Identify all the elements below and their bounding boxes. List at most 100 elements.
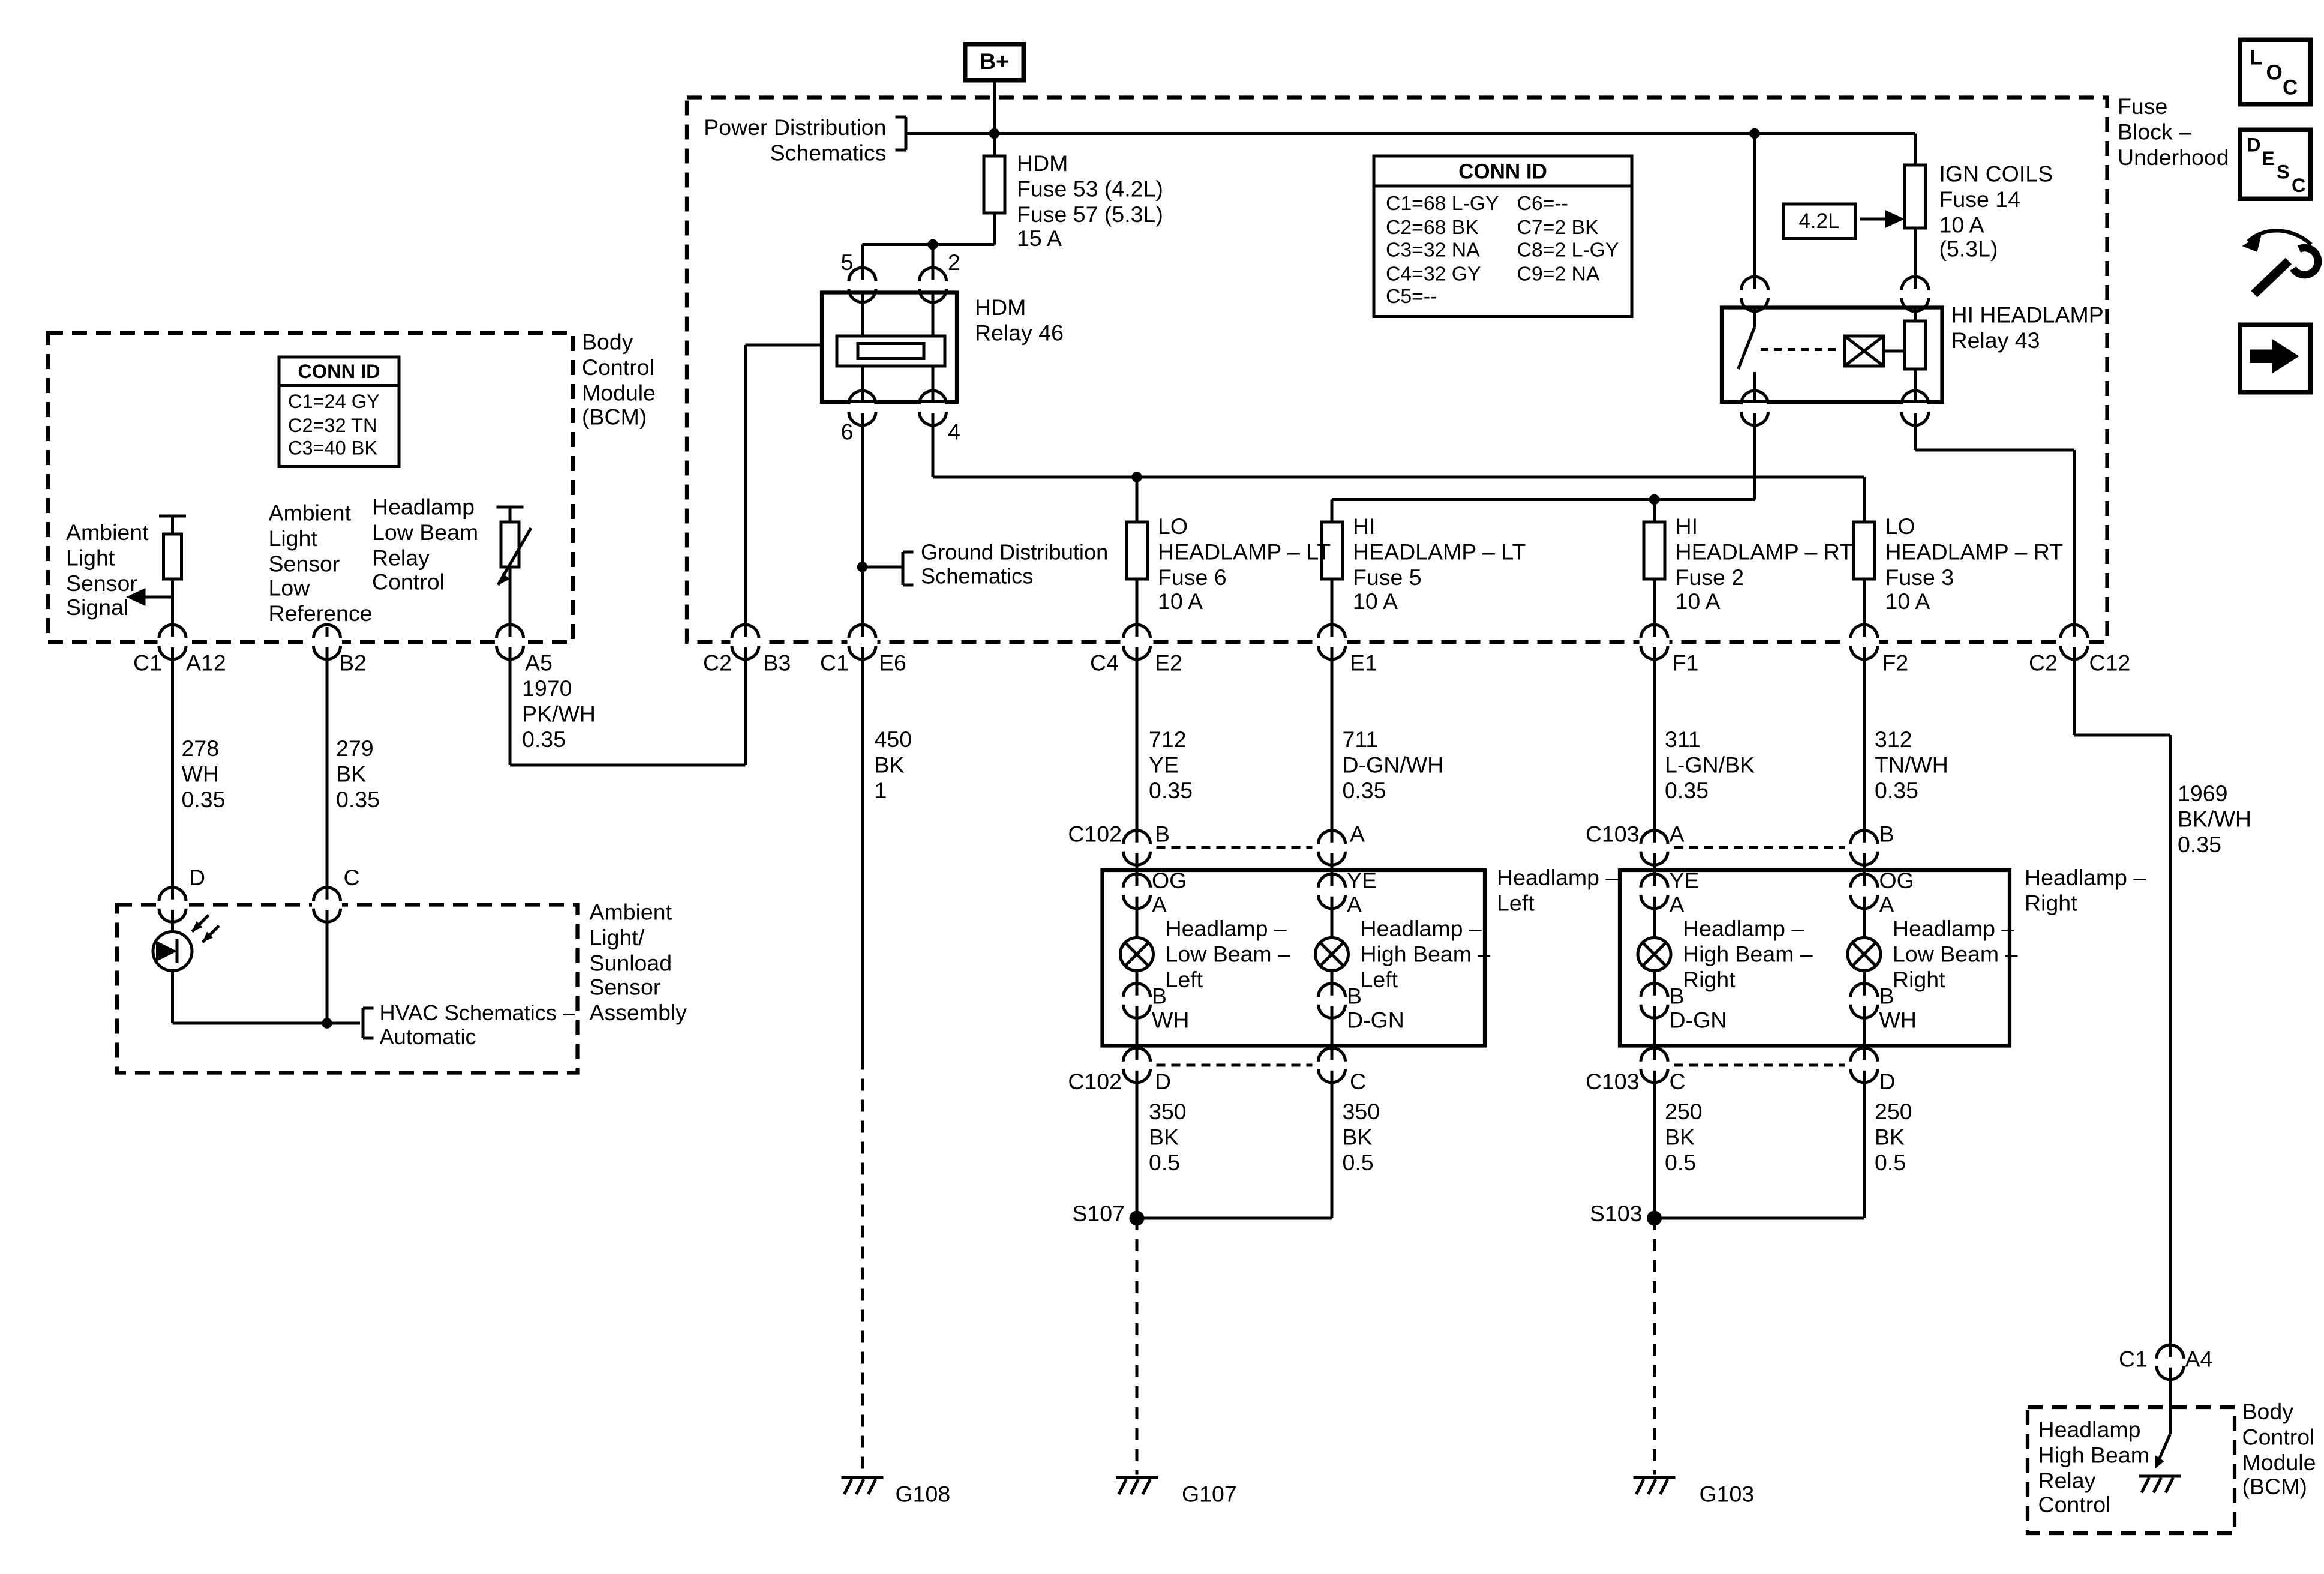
fuse-block-title: Fuse Block – Underhood [2118,94,2229,170]
connector-c102-bot-label: C102 [1068,1069,1122,1095]
connector-c2-label: C2 [703,651,732,677]
fuse-block-box [684,95,2109,644]
wire-450-label: 450 BK 1 [874,727,912,804]
connector-links [1156,846,1845,1067]
forward-arrow-icon-box [2238,322,2313,395]
headlamp-right-box [1617,868,2012,1048]
junction-dots [322,128,1760,1226]
loc-letter-o: O [2266,60,2283,84]
headlamp-low-ctl-label: Headlamp Low Beam Relay Control [372,495,479,596]
connector-c1-label: C1 [133,651,162,677]
bcm-right-label: Headlamp High Beam Relay Control [2038,1417,2150,1519]
conn-id-col2: C6=-- C7=2 BK C8=2 L-GY C9=2 NA [1517,192,1619,284]
pin-a4-label: A4 [2185,1347,2213,1373]
ground-g108-label: G108 [895,1482,951,1508]
desc-icon: D E S C [2238,127,2313,201]
c103-pin-c-label: C [1669,1069,1686,1095]
pin-f1-label: F1 [1672,651,1699,677]
wire-711-label: 711 D-GN/WH 0.35 [1342,727,1444,804]
desc-letter-s: S [2277,160,2290,183]
ground-symbols [842,1476,2181,1494]
fuse6-label: LO HEADLAMP – LT Fuse 6 10 A [1158,514,1331,616]
bulb0-top-color: OG [1152,868,1187,894]
loc-letter-c: C [2283,75,2298,99]
c103-pin-d-label: D [1879,1069,1896,1095]
relay46-circuit-wires [744,343,1866,1058]
ground-wires [861,1057,1656,1475]
bulb2-top-pin: A [1669,892,1685,918]
pin-e1-label: E1 [1350,651,1377,677]
wire-311-label: 311 L-GN/BK 0.35 [1665,727,1755,804]
bulb3-name: Headlamp – Low Beam – Right [1893,916,2018,993]
headlamp-left-box [1100,868,1487,1048]
pin-e6-label: E6 [879,651,906,677]
bcm-left-title: Body Control Module (BCM) [582,330,656,431]
bulb0-top-pin: A [1152,892,1167,918]
splice-s103-dot [1647,1210,1662,1226]
sensor-pin-c-label: C [343,865,360,891]
relay43-internals [1737,307,1927,402]
wire-278-label: 278 WH 0.35 [181,736,226,813]
wire-350r-label: 350 BK 0.5 [1342,1099,1380,1176]
g108-symbol [842,1478,884,1495]
loc-icon: L O C [2238,37,2313,107]
fuse5-label: HI HEADLAMP – LT Fuse 5 10 A [1353,514,1526,616]
relay46-pin6: 6 [840,420,854,446]
fuse6-symbol [1125,520,1149,581]
reference-brackets [361,115,914,1040]
ground-g103-label: G103 [1699,1482,1755,1508]
c102-pin-d-label: D [1155,1069,1172,1095]
ign-coils-fuse-symbol [1903,163,1927,230]
c102-pin-c-label: C [1350,1069,1367,1095]
bulb1-top-color: YE [1347,868,1377,894]
engine-tag: 4.2L [1782,202,1857,240]
sensor-assembly-box [115,903,580,1075]
connector-c4-label: C4 [1090,651,1119,677]
connector-c103-bot-label: C103 [1585,1069,1640,1095]
bulb1-name: Headlamp – High Beam – Left [1360,916,1491,993]
hdm-fuse-label: HDM Fuse 53 (4.2L) Fuse 57 (5.3L) 15 A [1017,151,1163,253]
ign-fuse-label: IGN COILS Fuse 14 10 A (5.3L) [1939,162,2053,263]
conn-id-header: CONN ID [1375,158,1631,188]
bcm-conn-id-table: CONN ID C1=24 GY C2=32 TN C3=40 BK [277,355,401,467]
bulb3-top-color: OG [1879,868,1914,894]
ground-dist-ref: Ground Distribution Schematics [921,541,1109,590]
bulb1-bot-color: D-GN [1347,1008,1404,1034]
relay46-box [819,290,959,404]
hdm-fuse-symbol [982,154,1007,215]
bplus-tag: B+ [963,42,1026,83]
bulb3-bot-pin: B [1879,984,1894,1010]
bcm-conn-id-header: CONN ID [280,359,398,387]
relay46-internals [835,292,947,402]
relay46-pin5: 5 [840,250,854,276]
engine-tag-arrowhead [1885,210,1905,228]
connector-c102-top-label: C102 [1068,822,1122,848]
dashed-outlines [46,95,2237,1536]
wire-279-label: 279 BK 0.35 [336,736,380,813]
wire-1970-label: 1970 PK/WH 0.35 [522,676,596,752]
pin-b2-label: B2 [339,651,367,677]
bulb0-name: Headlamp – Low Beam – Left [1165,916,1290,993]
splice-s107-dot [1129,1210,1145,1226]
wire-250l-label: 250 BK 0.5 [1665,1099,1703,1176]
forward-arrow-icon [2250,339,2299,374]
bcm-right-arrowhead [2155,1455,2164,1469]
splice-s103-label: S103 [1589,1201,1643,1227]
loc-letter-l: L [2250,45,2263,69]
wire-312-label: 312 TN/WH 0.35 [1875,727,1948,804]
c103-pin-a-label: A [1669,822,1685,848]
conn-id-col1: C1=68 L-GY C2=68 BK C3=32 NA C4=32 GY C5… [1386,192,1499,308]
bcm-right-box [2025,1405,2237,1536]
sensor-assembly-title: Ambient Light/ Sunload Sensor Assembly [589,900,687,1027]
fuse2-symbol [1642,520,1667,581]
wire-1969-label: 1969 BK/WH 0.35 [2178,781,2251,858]
bulb1-top-pin: A [1347,892,1362,918]
bcm-ctl-resistor [499,520,521,569]
hvac-ref-label: HVAC Schematics – Automatic [379,1002,575,1051]
fuse-block-conn-id-table: CONN ID C1=68 L-GY C2=68 BK C3=32 NA C4=… [1372,154,1634,317]
bulb0-bot-pin: B [1152,984,1167,1010]
bcm-conn-id-rows: C1=24 GY C2=32 TN C3=40 BK [288,390,380,459]
connector-c103-top-label: C103 [1585,822,1640,848]
